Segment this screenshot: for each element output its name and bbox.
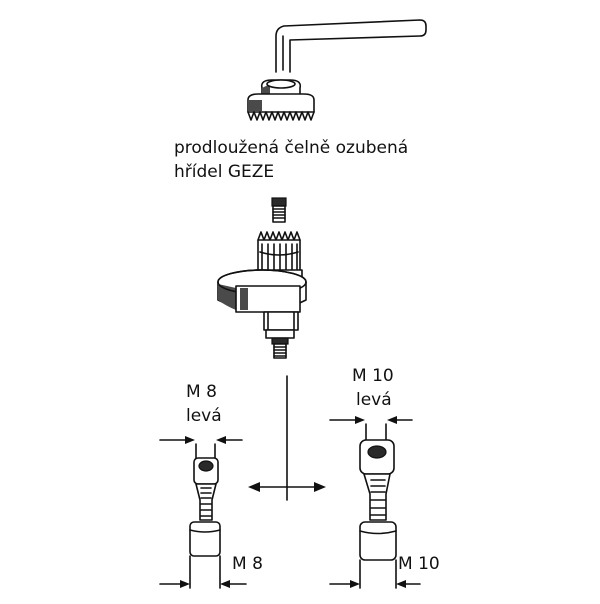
left-bolt-left-hand-label: levá [186,406,222,426]
allen-key-icon [275,19,427,73]
caption-line-1: prodloužená čelně ozubená [174,138,409,158]
set-screw-icon [271,197,287,223]
geze-shaft-icon [217,231,307,359]
caption-line-2: hřídel GEZE [174,162,275,182]
left-bolt-icon [159,436,247,589]
left-bolt-top-size-label: M 8 [186,382,217,402]
left-bolt-bottom-size-label: M 8 [232,554,263,574]
right-bolt-left-hand-label: levá [356,390,392,410]
right-bolt-icon [329,416,421,589]
toothed-cap-icon [247,79,315,121]
right-bolt-top-size-label: M 10 [352,366,394,386]
right-bolt-bottom-size-label: M 10 [398,554,440,574]
center-divider [248,375,326,501]
